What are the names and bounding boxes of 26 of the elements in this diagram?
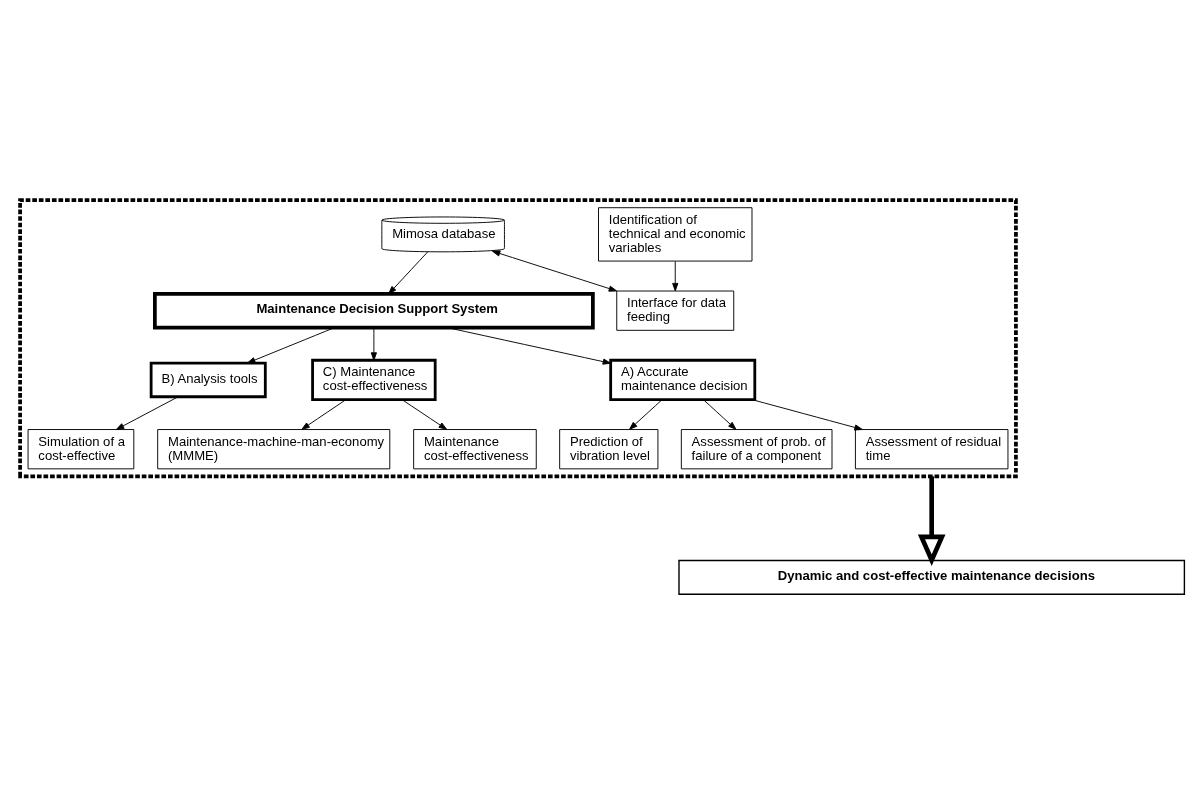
arrow [917,476,946,567]
node-box: Assessment of prob. of failure of a component [680,429,833,470]
node-box: B) Analysis tools [149,361,267,399]
arrow [388,251,429,295]
node-box: C) Maintenance cost-effectiveness [311,358,437,401]
arrow [446,327,612,365]
node-box: Simulation of a cost-effective [27,429,135,470]
node-box: Prediction of vibration level [559,429,659,470]
arrow [751,399,863,431]
node-box: Assessment of residual time [854,429,1009,470]
arrow [491,250,618,292]
arrow [672,260,679,292]
node-box: A) Accurate maintenance decision [609,358,757,401]
node-box: Identification of technical and economic variables [598,207,753,262]
node-box: Maintenance-machine-man-economy (MMME) [157,429,391,470]
node-box: Dynamic and cost-effective maintenance decisions [678,559,1186,595]
cluster [18,198,1018,479]
arrow [702,399,737,430]
node-box: Interface for data feeding [616,290,735,331]
arrow [301,399,347,430]
arrow [115,396,179,430]
arrow [401,399,448,430]
node-box: Maintenance Decision Support System [153,291,595,330]
arrow [370,327,377,361]
node-box: Maintenance cost-effectiveness [413,429,537,470]
arrow [629,399,663,430]
